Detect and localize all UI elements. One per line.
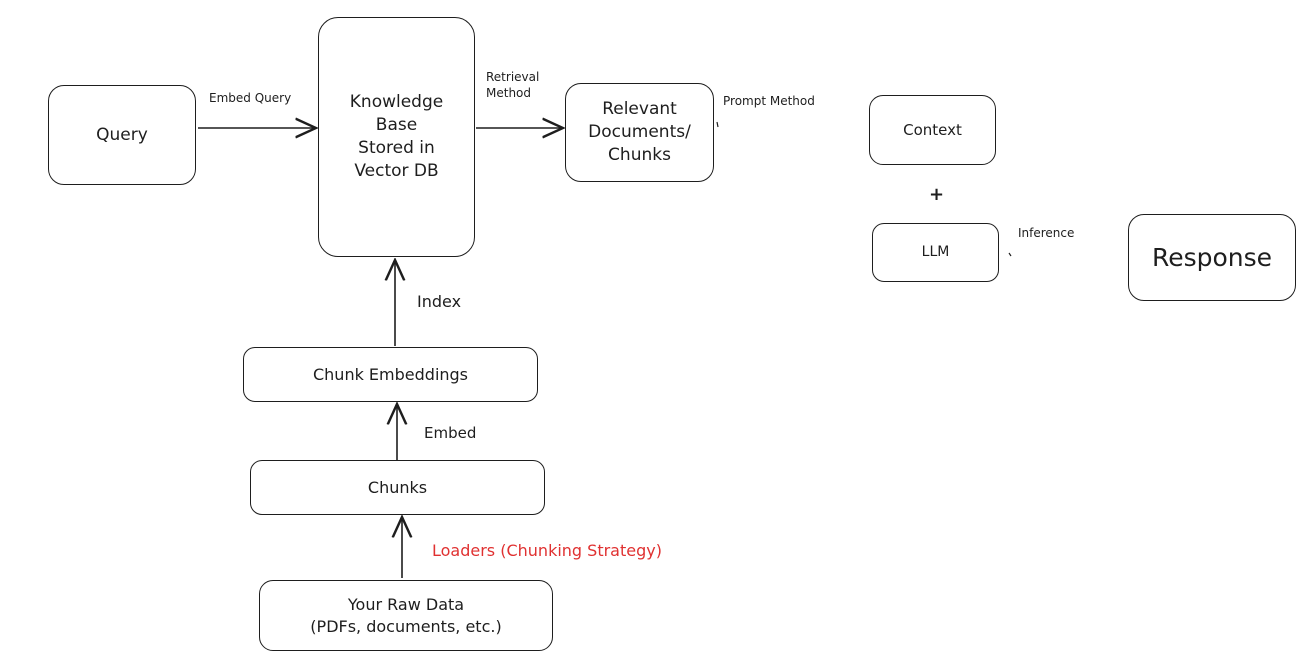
- llm-node: LLM: [872, 223, 999, 282]
- context-node: Context: [869, 95, 996, 165]
- knowledge-base-node: Knowledge Base Stored in Vector DB: [318, 17, 475, 257]
- chunks-node: Chunks: [250, 460, 545, 515]
- chunks-label: Chunks: [367, 477, 428, 497]
- relevant-docs-label: Relevant Documents/ Chunks: [588, 99, 691, 165]
- prompt-method-label: Prompt Method: [723, 94, 815, 108]
- embed-query-label: Embed Query: [209, 91, 292, 105]
- response-node: Response: [1128, 214, 1296, 301]
- index-label: Index: [417, 292, 462, 311]
- query-label: Query: [96, 124, 148, 145]
- loaders-label: Loaders (Chunking Strategy): [432, 541, 662, 560]
- retrieval-method-label: Retrieval Method: [486, 70, 540, 100]
- response-label: Response: [1151, 242, 1273, 272]
- chunk-embeddings-node: Chunk Embeddings: [243, 347, 538, 402]
- chunk-embeddings-label: Chunk Embeddings: [312, 364, 469, 384]
- relevant-docs-node: Relevant Documents/ Chunks: [565, 83, 714, 182]
- inference-label: Inference: [1018, 226, 1075, 240]
- knowledge-base-label: Knowledge Base Stored in Vector DB: [349, 92, 444, 181]
- query-node: Query: [48, 85, 196, 185]
- tick-mark-llm: [1008, 252, 1012, 257]
- llm-label: LLM: [921, 244, 950, 261]
- plus-sign: +: [929, 184, 945, 205]
- tick-mark-docs: [716, 121, 719, 128]
- raw-data-label: Your Raw Data (PDFs, documents, etc.): [310, 594, 502, 636]
- context-label: Context: [903, 120, 962, 139]
- raw-data-node: Your Raw Data (PDFs, documents, etc.): [259, 580, 553, 651]
- embed-label: Embed: [424, 424, 477, 442]
